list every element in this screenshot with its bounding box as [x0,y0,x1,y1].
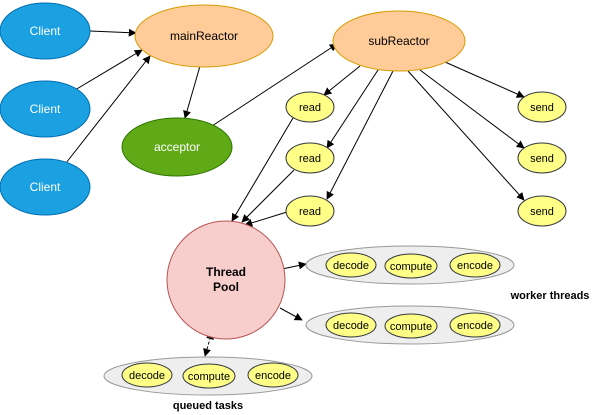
client-label-2: Client [30,102,61,116]
task-encode [247,362,299,388]
client-node-2 [0,80,91,138]
task-decode [121,362,173,388]
main-reactor-node [134,4,274,68]
edge-subreactor-send3 [407,70,525,201]
thread-pool-node [166,220,286,340]
edge-threadpool-worker2 [279,307,303,321]
read-label-1: read [299,102,321,114]
task-decode-label: decode [129,370,165,382]
edge-read1-threadpool [231,117,294,222]
edge-acceptor-subreactor [211,43,338,127]
worker-thread-group-2: decode compute encode [305,305,515,345]
read-node-2 [285,142,335,174]
client-label-1: Client [30,24,61,38]
send-node-1 [517,91,567,123]
worker-thread-group-1: decode compute encode [305,245,515,285]
task-decode [325,312,377,338]
read-node-3 [285,195,335,227]
edge-subreactor-send1 [444,61,525,98]
acceptor-label: acceptor [154,140,200,154]
sub-reactor-node [332,10,466,72]
edge-client3-mainreactor [65,55,151,164]
edge-threadpool-queue [203,331,214,357]
task-compute [182,363,236,389]
task-decode-label: decode [333,260,369,272]
edge-mainreactor-acceptor [183,65,201,119]
worker-threads-label: worker threads [510,290,590,302]
client-label-3: Client [30,180,61,194]
task-encode [449,252,501,278]
edges [65,28,525,357]
edge-read2-threadpool [241,169,295,223]
task-compute [384,253,438,279]
edge-threadpool-worker1 [281,261,307,270]
send-label-2: send [530,153,554,165]
thread-pool-label-line2: Pool [213,280,239,294]
queued-task-group: decode compute encode [103,356,313,396]
edge-client2-mainreactor [69,49,143,94]
edge-subreactor-read3 [326,70,394,200]
task-compute-label: compute [188,371,230,383]
send-label-3: send [530,206,554,218]
edge-subreactor-read2 [326,69,379,149]
queued-tasks-label: queued tasks [173,400,243,412]
send-label-1: send [530,102,554,114]
task-encode-label: encode [457,320,493,332]
task-encode-label: encode [457,260,493,272]
main-reactor-label: mainReactor [170,29,238,43]
read-label-2: read [299,153,321,165]
read-node-1 [285,91,335,123]
client-node-1 [0,2,91,60]
send-node-2 [517,142,567,174]
task-encode-label: encode [255,370,291,382]
task-encode [449,312,501,338]
thread-pool-label-line1: Thread [206,265,246,279]
task-compute-label: compute [390,321,432,333]
edge-read3-threadpool [244,211,288,227]
send-node-3 [517,195,567,227]
edge-subreactor-read1 [323,65,361,96]
sub-reactor-label: subReactor [368,34,429,48]
acceptor-node [121,117,233,177]
task-decode-label: decode [333,320,369,332]
edge-client1-mainreactor [89,28,137,37]
read-label-3: read [299,206,321,218]
task-compute-label: compute [390,261,432,273]
task-decode [325,252,377,278]
task-compute [384,313,438,339]
client-node-3 [0,158,91,216]
edge-subreactor-send2 [419,69,525,149]
